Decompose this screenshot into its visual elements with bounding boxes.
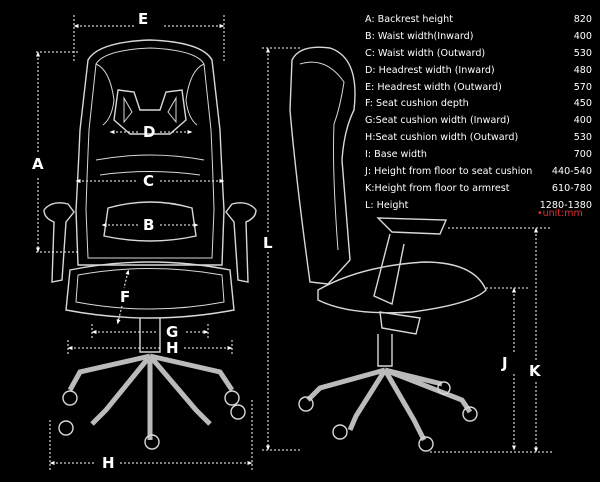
spec-row: G:Seat cushion width (Inward) 400 — [365, 113, 592, 130]
dim-label-b: B — [143, 216, 155, 234]
spec-value: 530 — [573, 47, 592, 59]
dim-label-j: J — [502, 354, 508, 372]
spec-value: 400 — [573, 115, 592, 127]
dim-label-f: F — [120, 288, 131, 306]
spec-row: E: Headrest width (Outward) 570 — [365, 80, 592, 97]
spec-row: C: Waist width (Outward) 530 — [365, 46, 592, 63]
front-seat-cushion — [65, 261, 235, 319]
spec-row: I: Base width 700 — [365, 147, 592, 164]
spec-row: L: Height 1280-1380 — [365, 198, 592, 215]
dim-label-g: G — [166, 323, 179, 341]
dim-label-c: C — [143, 172, 155, 190]
spec-label: E: Headrest width (Outward) — [365, 81, 502, 93]
spec-row: D: Headrest width (Inward) 480 — [365, 63, 592, 80]
dim-label-h-seat: H — [166, 339, 179, 357]
front-gas-lift — [139, 318, 161, 353]
spec-value: 820 — [573, 14, 592, 25]
spec-value: 570 — [573, 81, 592, 93]
side-seat-cushion — [317, 261, 487, 314]
spec-label: A: Backrest height — [365, 14, 453, 25]
spec-label: J: Height from floor to seat cushion — [365, 166, 533, 178]
spec-value: 530 — [573, 132, 592, 144]
front-star-base — [67, 353, 235, 440]
dim-label-e: E — [138, 10, 149, 28]
spec-label: I: Base width — [365, 149, 427, 161]
spec-row: K:Height from floor to armrest 610-780 — [365, 181, 592, 198]
dim-label-d: D — [143, 123, 156, 141]
spec-value: 610-780 — [551, 182, 592, 194]
unit-note: •unit:mm — [537, 208, 583, 219]
spec-label: F: Seat cushion depth — [365, 98, 469, 110]
side-backrest-outline — [289, 46, 356, 285]
front-lumbar-cushion — [103, 201, 197, 242]
front-headrest-pillow — [113, 89, 187, 135]
dim-label-k: K — [529, 362, 541, 380]
spec-label: L: Height — [365, 199, 409, 211]
front-left-armrest — [43, 202, 75, 283]
spec-row: J: Height from floor to seat cushion 440-… — [365, 164, 592, 181]
side-star-base — [306, 367, 473, 442]
spec-value: 440-540 — [551, 166, 592, 178]
front-backrest-outline — [75, 39, 225, 266]
spec-label: G:Seat cushion width (Inward) — [365, 115, 510, 127]
front-right-armrest — [225, 202, 257, 283]
side-armrest — [376, 217, 448, 235]
spec-value: 400 — [573, 30, 592, 42]
spec-value: 450 — [573, 98, 592, 110]
dim-label-a: A — [32, 155, 44, 173]
dimension-spec-table: A: Backrest height 820 B: Waist width(Inwa… — [365, 12, 592, 215]
dim-label-l: L — [263, 234, 273, 252]
spec-row: B: Waist width(Inward) 400 — [365, 29, 592, 46]
spec-label: D: Headrest width (Inward) — [365, 64, 495, 76]
dim-label-h-base: H — [102, 454, 115, 472]
spec-label: K:Height from floor to armrest — [365, 182, 510, 194]
side-gas-lift — [377, 334, 393, 367]
spec-row: H:Seat cushion width (Outward) 530 — [365, 130, 592, 147]
spec-value: 1280-1380 — [539, 199, 592, 211]
side-seat-mechanism — [379, 311, 421, 335]
spec-label: B: Waist width(Inward) — [365, 30, 474, 42]
spec-label: C: Waist width (Outward) — [365, 47, 486, 59]
spec-row: A: Backrest height 820 — [365, 12, 592, 29]
spec-label: H:Seat cushion width (Outward) — [365, 132, 519, 144]
spec-value: 700 — [573, 149, 592, 161]
spec-row: F: Seat cushion depth 450 — [365, 96, 592, 113]
spec-value: 480 — [573, 64, 592, 76]
